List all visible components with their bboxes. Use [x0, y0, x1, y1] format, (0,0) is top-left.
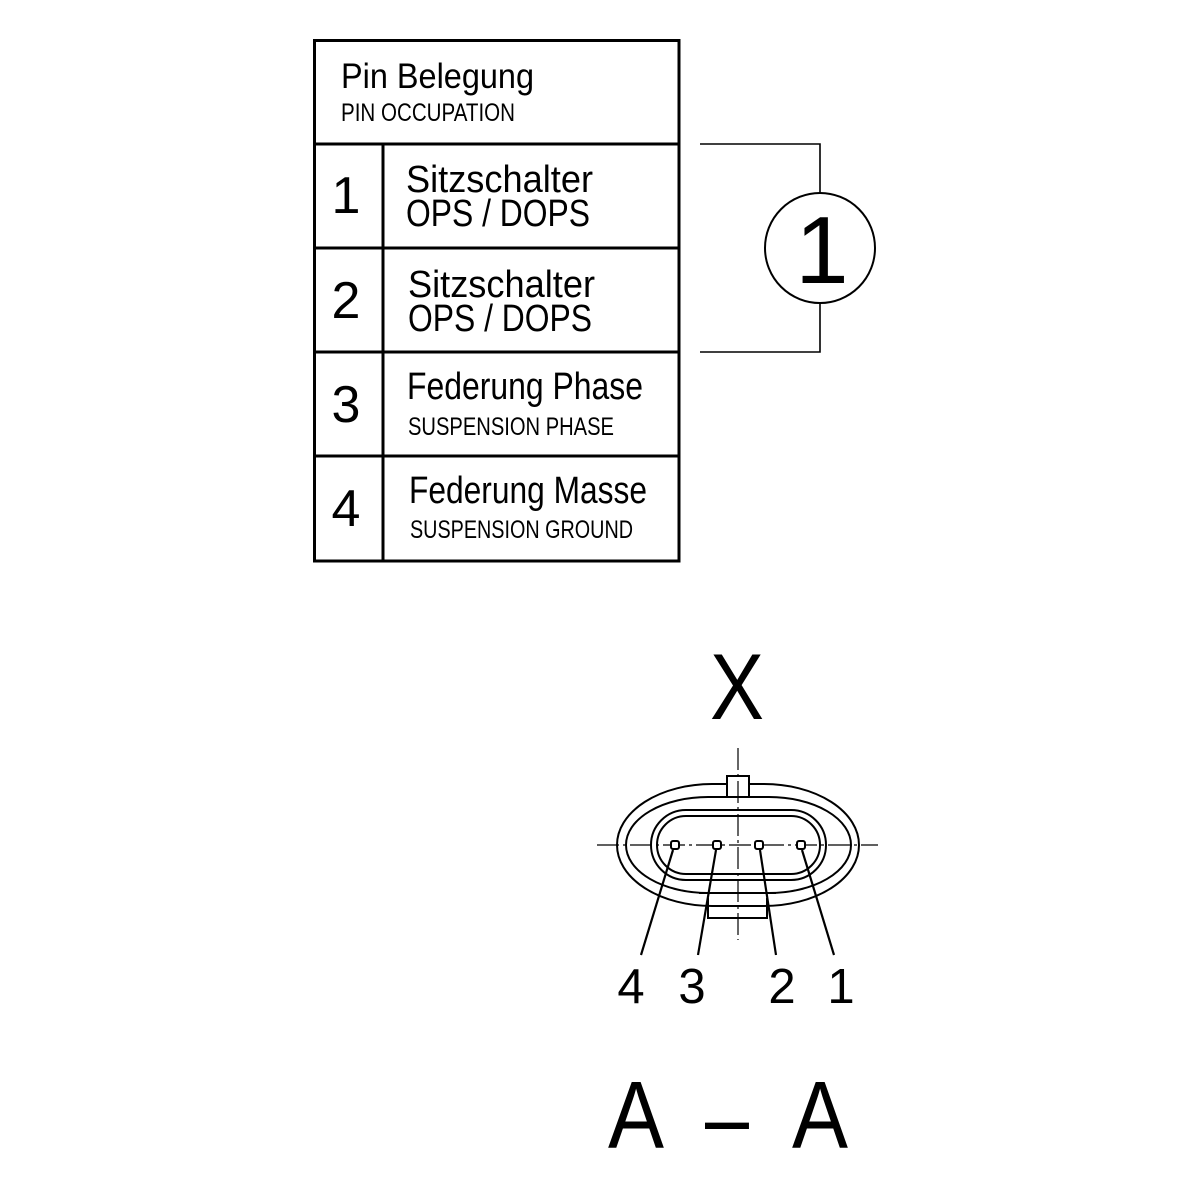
pin-contact [754, 840, 764, 850]
pin-function-detail: SUSPENSION GROUND [410, 516, 633, 544]
table-border [313, 39, 681, 563]
table-row: 3 Federung Phase SUSPENSION PHASE [332, 366, 643, 441]
pin-contact [670, 840, 680, 850]
table-row: 4 Federung Masse SUSPENSION GROUND [332, 470, 647, 544]
pin-function-detail: OPS / DOPS [406, 193, 590, 235]
pin-leader-line [758, 849, 778, 956]
callout-bracket: 1 [700, 143, 876, 353]
table-row: 1 Sitzschalter OPS / DOPS [332, 159, 594, 235]
pin-label: 4 [617, 960, 644, 1014]
table-row: 2 Sitzschalter OPS / DOPS [332, 264, 596, 340]
callout-number: 1 [795, 197, 848, 304]
pin-function: Sitzschalter [406, 159, 593, 201]
pin-function-detail: SUSPENSION PHASE [408, 413, 614, 441]
pin-label: 2 [768, 960, 795, 1014]
section-label: A – A [608, 1062, 848, 1171]
section-separator: – [705, 1064, 750, 1171]
pin-function-detail: OPS / DOPS [408, 298, 592, 340]
view-label: X [710, 634, 764, 739]
connector-view: X 4 3 2 1 A – A [597, 634, 878, 1171]
pin-leader-line [639, 849, 675, 956]
pin-function: Federung Masse [409, 470, 647, 512]
section-letter-left: A [608, 1062, 664, 1169]
pin-number: 3 [332, 376, 361, 434]
pin-number: 4 [332, 480, 361, 538]
pin-contact [712, 840, 722, 850]
pin-contact [796, 840, 806, 850]
pin-function: Sitzschalter [408, 264, 595, 306]
pin-occupation-table: Pin Belegung PIN OCCUPATION 1 Sitzschalt… [313, 39, 681, 563]
pin-label: 1 [827, 960, 854, 1014]
table-subtitle: PIN OCCUPATION [341, 99, 515, 127]
pin-number: 1 [332, 167, 361, 225]
pin-label: 3 [678, 960, 705, 1014]
table-title: Pin Belegung [341, 57, 534, 96]
section-letter-right: A [792, 1062, 848, 1169]
pin-number: 2 [332, 272, 361, 330]
bracket-upper-leader [700, 143, 821, 193]
bracket-lower-leader [700, 303, 821, 353]
pin-leader-line [800, 849, 836, 956]
callout-circle [764, 192, 876, 304]
pin-leader-line [696, 849, 718, 956]
pin-function: Federung Phase [407, 366, 643, 408]
